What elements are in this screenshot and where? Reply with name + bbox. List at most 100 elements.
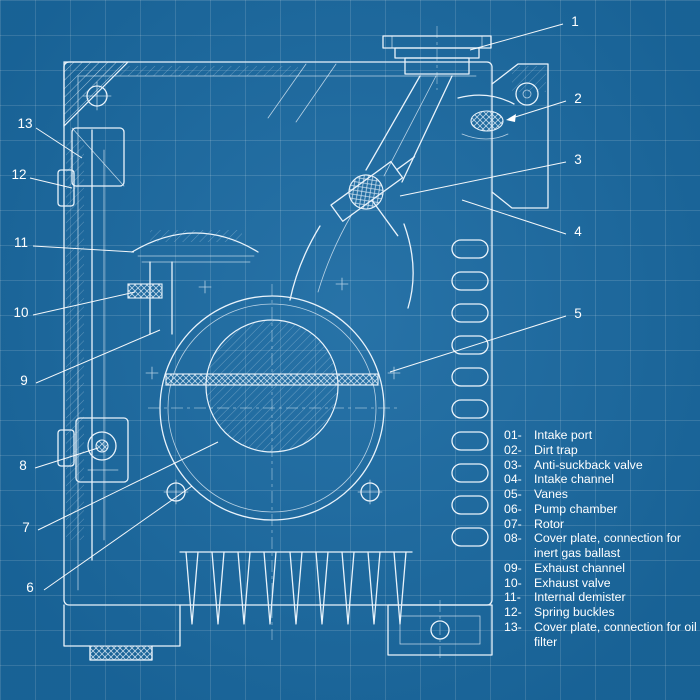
- left-wall-hatch: [66, 140, 84, 540]
- pump-casing-outline: [63, 61, 493, 606]
- bottom-cooling-fins: [185, 551, 407, 625]
- leader-line-11: [32, 245, 135, 253]
- leader-line-8: [34, 447, 99, 469]
- legend-label: Vanes: [534, 487, 568, 501]
- leader-line-7: [37, 441, 219, 531]
- callout-12: 12: [11, 167, 26, 182]
- legend-code: 08-: [504, 531, 522, 546]
- gas-ballast-cover-plate: [75, 417, 129, 483]
- callout-13: 13: [17, 116, 32, 131]
- gas-ballast-plug: [95, 439, 109, 453]
- legend-label: Dirt trap: [534, 442, 578, 457]
- legend-item-10: 10- Exhaust valve: [504, 576, 700, 591]
- callout-5: 5: [574, 306, 582, 321]
- legend-item-03: 03- Anti-suckback valve: [504, 458, 700, 473]
- legend-code: 04-: [504, 472, 522, 487]
- corner-section-hatch: [63, 61, 130, 128]
- legend-item-05: 05- Vanes: [504, 487, 700, 502]
- gas-ballast-port: [87, 431, 117, 461]
- parts-legend: 01- Intake port 02- Dirt trap 03- Anti-s…: [504, 428, 700, 649]
- legend-code: 03-: [504, 457, 522, 472]
- right-fin-slots: [451, 239, 489, 547]
- legend-item-01: 01- Intake port: [504, 428, 700, 443]
- callout-3: 3: [574, 152, 582, 167]
- legend-label: Internal demister: [534, 590, 626, 605]
- legend-item-07: 07- Rotor: [504, 517, 700, 532]
- callout-6: 6: [26, 580, 34, 595]
- callout-8: 8: [19, 458, 27, 473]
- right-housing-bolt: [515, 82, 539, 106]
- legend-item-04: 04- Intake channel: [504, 472, 700, 487]
- legend-label: Cover plate, connection for oil filter: [534, 619, 697, 649]
- legend-code: 11-: [504, 590, 521, 605]
- pump-chamber-inner: [167, 303, 377, 513]
- leader-line-13: [35, 127, 83, 159]
- legend-code: 09-: [504, 560, 522, 575]
- legend-code: 07-: [504, 516, 522, 531]
- legend-item-09: 09- Exhaust channel: [504, 561, 700, 576]
- legend-label: Anti-suckback valve: [534, 457, 643, 472]
- legend-label: Intake channel: [534, 472, 614, 487]
- intake-port-body: [404, 57, 470, 75]
- top-section-hatch: [84, 66, 298, 76]
- leader-arrow-2: [506, 114, 516, 122]
- leader-line-5: [389, 315, 567, 373]
- callout-4: 4: [574, 224, 582, 239]
- spring-buckle-bottom: [57, 429, 75, 467]
- legend-code: 02-: [504, 442, 522, 457]
- legend-item-12: 12- Spring buckles: [504, 605, 700, 620]
- legend-label: Spring buckles: [534, 605, 615, 619]
- oil-filter-cover-plate: [71, 127, 125, 187]
- leader-line-3: [399, 161, 567, 197]
- callout-10: 10: [13, 305, 28, 320]
- leader-line-4: [461, 199, 567, 235]
- spring-buckle-top: [57, 169, 75, 207]
- duct-left: [289, 225, 321, 301]
- top-brace-b: [295, 63, 337, 123]
- legend-code: 05-: [504, 487, 522, 501]
- dirt-trap-funnel: [457, 94, 515, 105]
- anti-suckback-valve: [330, 156, 416, 237]
- leader-line-6: [43, 485, 193, 591]
- right-housing-bolt-center: [522, 89, 532, 99]
- intake-channel-wall-b: [401, 75, 453, 183]
- duct-right: [403, 223, 414, 309]
- legend-label: Cover plate, connection for inert gas ba…: [534, 531, 681, 560]
- leader-line-2: [511, 100, 567, 119]
- callout-9: 9: [20, 373, 28, 388]
- legend-label: Exhaust valve: [534, 575, 611, 590]
- legend-item-06: 06- Pump chamber: [504, 502, 700, 517]
- valve-stem-down: [371, 199, 399, 237]
- legend-label: Intake port: [534, 428, 593, 442]
- intake-channel-wall-a: [365, 75, 421, 171]
- legend-code: 12-: [504, 605, 522, 619]
- legend-label: Exhaust channel: [534, 560, 625, 575]
- leader-lines: [29, 23, 567, 591]
- intake-channel-center: [383, 75, 437, 177]
- callout-11: 11: [14, 235, 28, 250]
- leader-line-12: [29, 177, 73, 189]
- leader-line-10: [32, 291, 136, 316]
- top-brace-a: [267, 63, 307, 119]
- valve-duct-line: [317, 213, 353, 293]
- legend-label: Pump chamber: [534, 501, 618, 516]
- callout-numbers: 1 2 3 4 5 6 7 8 9 10 11 12 13: [11, 14, 582, 595]
- valve-stem-right: [396, 156, 416, 171]
- callout-2: 2: [574, 91, 582, 106]
- legend-code: 13-: [504, 619, 522, 634]
- callout-7: 7: [22, 520, 30, 535]
- leader-line-9: [35, 329, 161, 384]
- callout-1: 1: [571, 14, 579, 29]
- legend-code: 10-: [504, 575, 522, 590]
- legend-item-02: 02- Dirt trap: [504, 443, 700, 458]
- dirt-trap-screen: [470, 110, 504, 132]
- exhaust-valve-block: [127, 283, 163, 299]
- left-foot-pad: [89, 645, 153, 661]
- legend-item-13: 13- Cover plate, connection for oil filt…: [504, 620, 700, 650]
- pump-cross-section-drawing: [57, 26, 549, 662]
- demister-mesh: [150, 230, 242, 242]
- legend-label: Rotor: [534, 516, 565, 531]
- leader-line-1: [469, 23, 564, 51]
